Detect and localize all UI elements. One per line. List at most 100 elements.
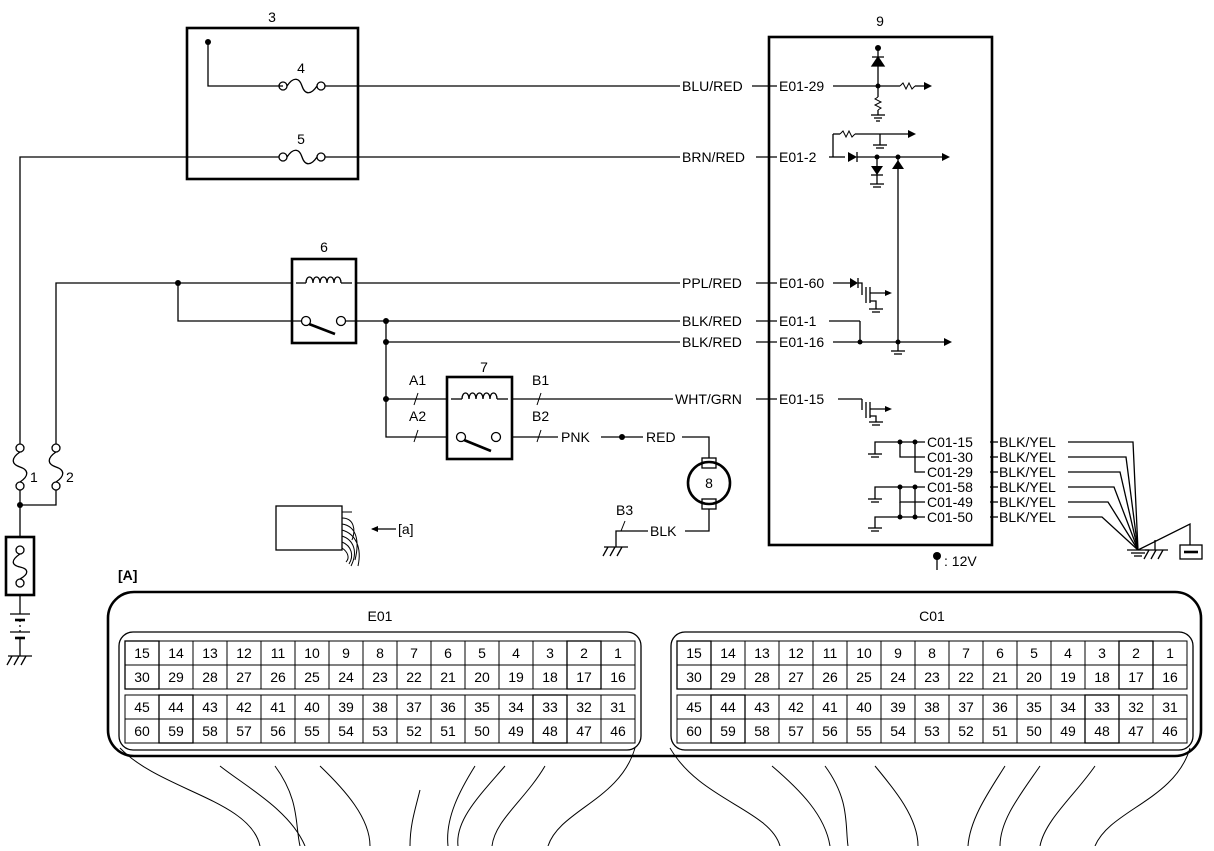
fuse-2-icon <box>48 443 64 491</box>
wire-label-pnk: PNK <box>561 429 590 445</box>
pin-number: 5 <box>478 645 486 661</box>
pin-number: 38 <box>924 699 940 715</box>
ecu-circuit-e01-15 <box>838 398 892 426</box>
pin-number: 19 <box>508 669 524 685</box>
terminal-e01-1: E01-1 <box>779 313 817 329</box>
pin-number: 14 <box>168 645 184 661</box>
wire-blu-red-internal <box>207 42 283 87</box>
pin-number: 12 <box>788 645 804 661</box>
ground-wire-label: BLK/YEL <box>999 479 1056 495</box>
terminal-e01-15: E01-15 <box>779 391 824 407</box>
pin-key-outline <box>124 640 160 690</box>
pin-number: 53 <box>924 723 940 739</box>
pin-number: 52 <box>958 723 974 739</box>
ground-wire-label: BLK/YEL <box>999 464 1056 480</box>
pin-number: 54 <box>890 723 906 739</box>
connector-face-A <box>106 590 1203 758</box>
pin-number: 57 <box>788 723 804 739</box>
fuse-block-3 <box>185 26 360 181</box>
pin-number: 7 <box>410 645 418 661</box>
terminal-e01-16: E01-16 <box>779 334 824 350</box>
pin-number: 3 <box>1098 645 1106 661</box>
pin-number: 11 <box>271 645 286 661</box>
connector-sketch-icon <box>275 505 360 567</box>
pin-number: 43 <box>754 699 770 715</box>
pin-number: 24 <box>890 669 906 685</box>
pin-number: 25 <box>304 669 320 685</box>
signal-ground-icon <box>1179 544 1203 560</box>
pin-number: 55 <box>856 723 872 739</box>
pin-number: 39 <box>890 699 906 715</box>
pin-number: 34 <box>1060 699 1076 715</box>
ground-terminal-label: C01-50 <box>927 509 973 525</box>
pin-number: 43 <box>202 699 218 715</box>
pin-number: 33 <box>1094 699 1110 715</box>
ground-terminal-label: C01-58 <box>927 479 973 495</box>
pin-number: 32 <box>1128 699 1144 715</box>
relay-7 <box>445 375 514 461</box>
pin-number: 24 <box>338 669 354 685</box>
pin-number: 59 <box>720 723 736 739</box>
pin-key-outline <box>676 640 712 690</box>
pin-number: 49 <box>508 723 524 739</box>
chassis-ground-icon <box>1143 540 1168 560</box>
arrowhead <box>371 526 378 532</box>
pin-number: 32 <box>576 699 592 715</box>
pin-number: 40 <box>856 699 872 715</box>
pin-number: 15 <box>134 645 150 661</box>
pin-number: 22 <box>958 669 974 685</box>
pin-number: 31 <box>610 699 626 715</box>
pin-number: 37 <box>958 699 974 715</box>
ecu-ground-network <box>868 439 925 532</box>
label-tick <box>413 429 419 443</box>
connector-housing <box>118 631 642 751</box>
relay-6 <box>290 257 358 345</box>
ecu-circuit-e01-60 <box>833 278 892 313</box>
wire-label-blu-red: BLU/RED <box>682 78 743 94</box>
ground-fan <box>1068 441 1191 557</box>
pin-number: 33 <box>542 699 558 715</box>
label-3: 3 <box>268 9 276 25</box>
ecu-circuit-e01-29 <box>833 45 932 122</box>
wire-label-brn-red: BRN/RED <box>682 149 745 165</box>
pin-number: 48 <box>1094 723 1110 739</box>
pin-key-outline <box>532 694 568 744</box>
relay-7-coil-icon <box>451 392 508 400</box>
pin-number: 5 <box>1030 645 1038 661</box>
pin-number: 9 <box>342 645 350 661</box>
wire-relay7-feed <box>385 321 447 438</box>
pin-number: 41 <box>822 699 838 715</box>
pin-number: 27 <box>236 669 252 685</box>
label-b1: B1 <box>532 372 549 388</box>
pin-number: 7 <box>962 645 970 661</box>
pin-number: 1 <box>614 645 622 661</box>
pin-number: 58 <box>754 723 770 739</box>
terminal-e01-2: E01-2 <box>779 149 817 165</box>
label-a1: A1 <box>409 372 426 388</box>
pin-number: 13 <box>754 645 770 661</box>
pin-number: 21 <box>992 669 1008 685</box>
pin-number: 58 <box>202 723 218 739</box>
ecu-circuit-e01-2 <box>829 129 950 342</box>
wire-label-red: RED <box>646 429 676 445</box>
pin-number: 4 <box>512 645 520 661</box>
pin-number: 37 <box>406 699 422 715</box>
label-8: 8 <box>705 475 713 491</box>
pin-number: 2 <box>1132 645 1140 661</box>
pin-key-outline <box>1118 640 1154 690</box>
pin-number: 35 <box>474 699 490 715</box>
wire-label-ppl-red: PPL/RED <box>682 275 742 291</box>
pin-number: 44 <box>720 699 736 715</box>
label-2: 2 <box>66 469 74 485</box>
pin-number: 23 <box>924 669 940 685</box>
pin-number: 23 <box>372 669 388 685</box>
pin-number: 22 <box>406 669 422 685</box>
pin-number: 19 <box>1060 669 1076 685</box>
pin-number: 10 <box>856 645 872 661</box>
label-9: 9 <box>876 13 884 29</box>
pin-number: 13 <box>202 645 218 661</box>
label-1: 1 <box>30 469 38 485</box>
terminal-e01-29: E01-29 <box>779 78 824 94</box>
